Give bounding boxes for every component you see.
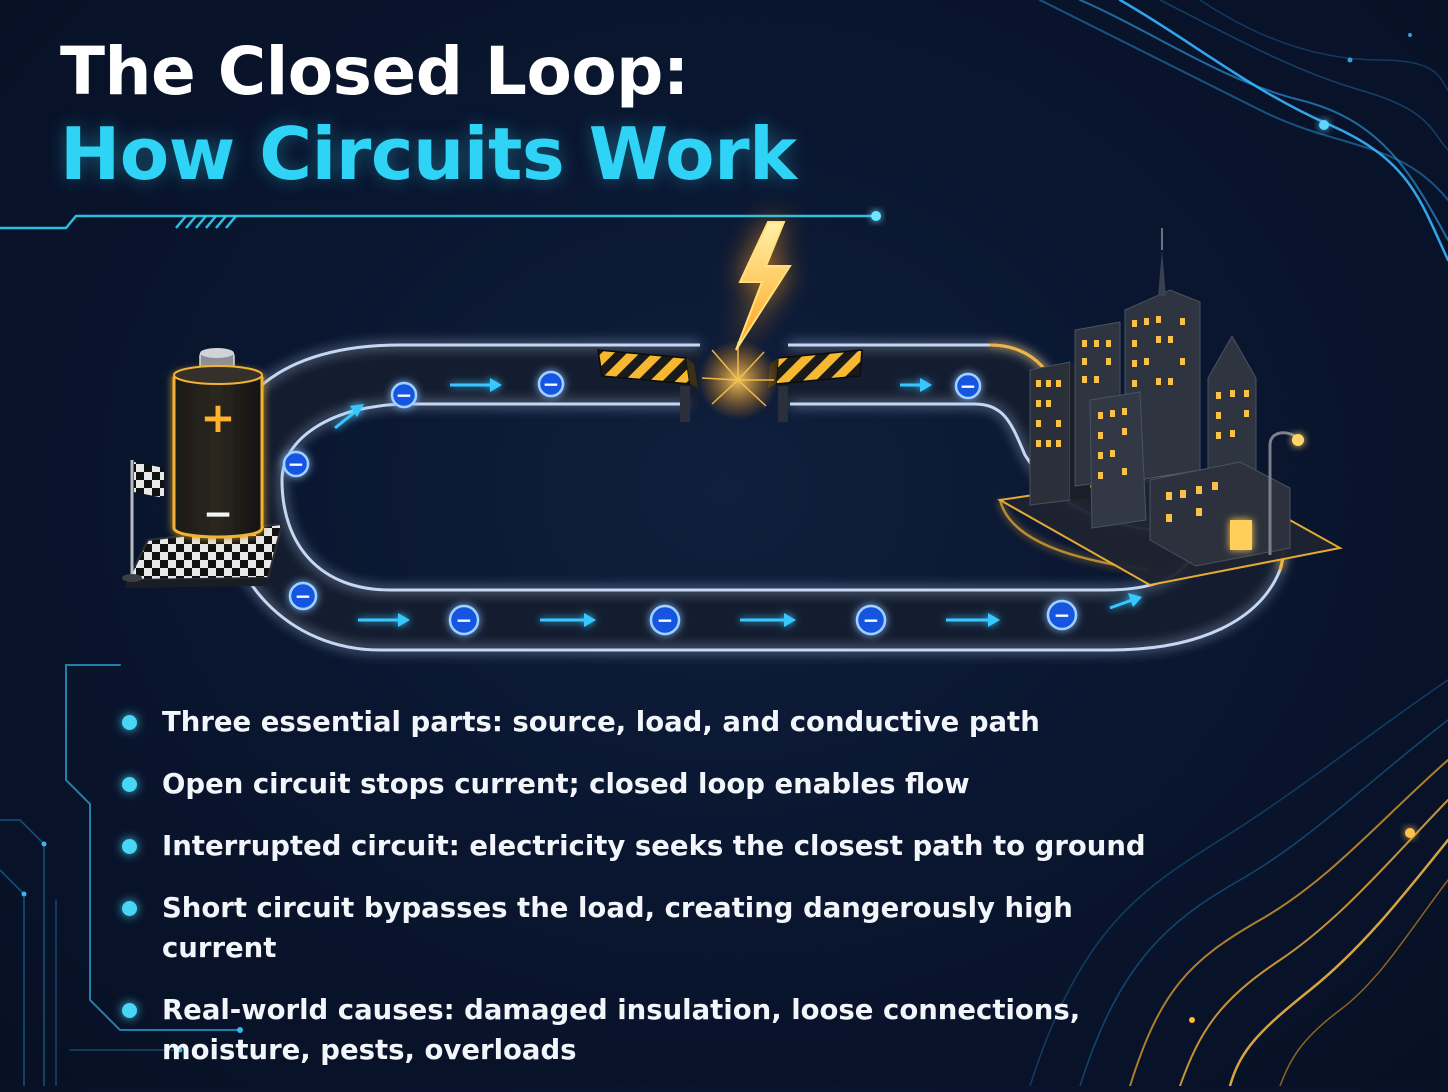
street-lamp-icon bbox=[1268, 431, 1304, 555]
electron-icon: − bbox=[537, 370, 565, 398]
start-line bbox=[124, 522, 284, 588]
title-underline bbox=[0, 211, 881, 230]
flow-arrows bbox=[334, 378, 1142, 627]
bullet-text: Interrupted circuit: electricity seeks t… bbox=[162, 830, 1146, 862]
key-points-list: Three essential parts: source, load, and… bbox=[118, 702, 1178, 1092]
barrier-icon bbox=[597, 349, 698, 422]
electron-icon: − bbox=[649, 604, 681, 636]
list-item: Interrupted circuit: electricity seeks t… bbox=[118, 826, 1178, 866]
flow-arrow-icon bbox=[946, 613, 1000, 627]
flow-arrow-icon bbox=[334, 404, 364, 430]
battery-positive-label: + bbox=[200, 393, 235, 442]
svg-text:−: − bbox=[456, 608, 473, 632]
electron-icon: − bbox=[855, 604, 887, 636]
flow-arrow-icon bbox=[740, 613, 796, 627]
electron-icon: − bbox=[954, 372, 982, 400]
svg-text:−: − bbox=[1054, 603, 1071, 627]
flow-arrow-icon bbox=[358, 613, 410, 627]
list-item: Three essential parts: source, load, and… bbox=[118, 702, 1178, 742]
electron-icon: − bbox=[288, 581, 318, 611]
bullet-text: Real-world causes: damaged insulation, l… bbox=[162, 994, 1081, 1066]
flow-arrow-icon bbox=[450, 378, 502, 392]
flow-arrow-icon bbox=[540, 613, 596, 627]
lightning-bolt-icon bbox=[735, 221, 792, 351]
bullet-dot-icon bbox=[122, 777, 137, 792]
electron-icon: − bbox=[282, 450, 310, 478]
flow-arrow-icon bbox=[1109, 593, 1142, 610]
electron-icon: − bbox=[390, 381, 418, 409]
electron-icon: − bbox=[448, 604, 480, 636]
bullet-text: Short circuit bypasses the load, creatin… bbox=[162, 892, 1073, 964]
bullet-dot-icon bbox=[122, 901, 137, 916]
svg-text:−: − bbox=[863, 608, 880, 632]
bullet-dot-icon bbox=[122, 715, 137, 730]
checkered-flag-icon bbox=[122, 460, 164, 582]
title-line-1: The Closed Loop: bbox=[60, 33, 689, 110]
battery-icon: + − bbox=[172, 348, 264, 539]
bullet-text: Three essential parts: source, load, and… bbox=[162, 706, 1040, 738]
list-item: Real-world causes: damaged insulation, l… bbox=[118, 990, 1178, 1070]
battery-negative-label: − bbox=[203, 494, 233, 535]
electrons: − − − − − − − − − bbox=[282, 370, 1078, 636]
svg-text:−: − bbox=[295, 584, 312, 608]
bullet-dot-icon bbox=[122, 1003, 137, 1018]
spark-icon bbox=[698, 340, 778, 420]
svg-text:−: − bbox=[657, 608, 674, 632]
title-line-2: How Circuits Work bbox=[60, 112, 797, 196]
city-buildings-icon bbox=[996, 228, 1343, 587]
electron-icon: − bbox=[1046, 599, 1078, 631]
svg-text:−: − bbox=[396, 383, 413, 407]
list-item: Open circuit stops current; closed loop … bbox=[118, 764, 1178, 804]
list-item: Short circuit bypasses the load, creatin… bbox=[118, 888, 1178, 968]
svg-text:−: − bbox=[288, 452, 305, 476]
bullet-dot-icon bbox=[122, 839, 137, 854]
svg-text:−: − bbox=[543, 372, 560, 396]
svg-text:−: − bbox=[960, 374, 977, 398]
bullet-text: Open circuit stops current; closed loop … bbox=[162, 768, 970, 800]
flow-arrow-icon bbox=[900, 378, 932, 392]
